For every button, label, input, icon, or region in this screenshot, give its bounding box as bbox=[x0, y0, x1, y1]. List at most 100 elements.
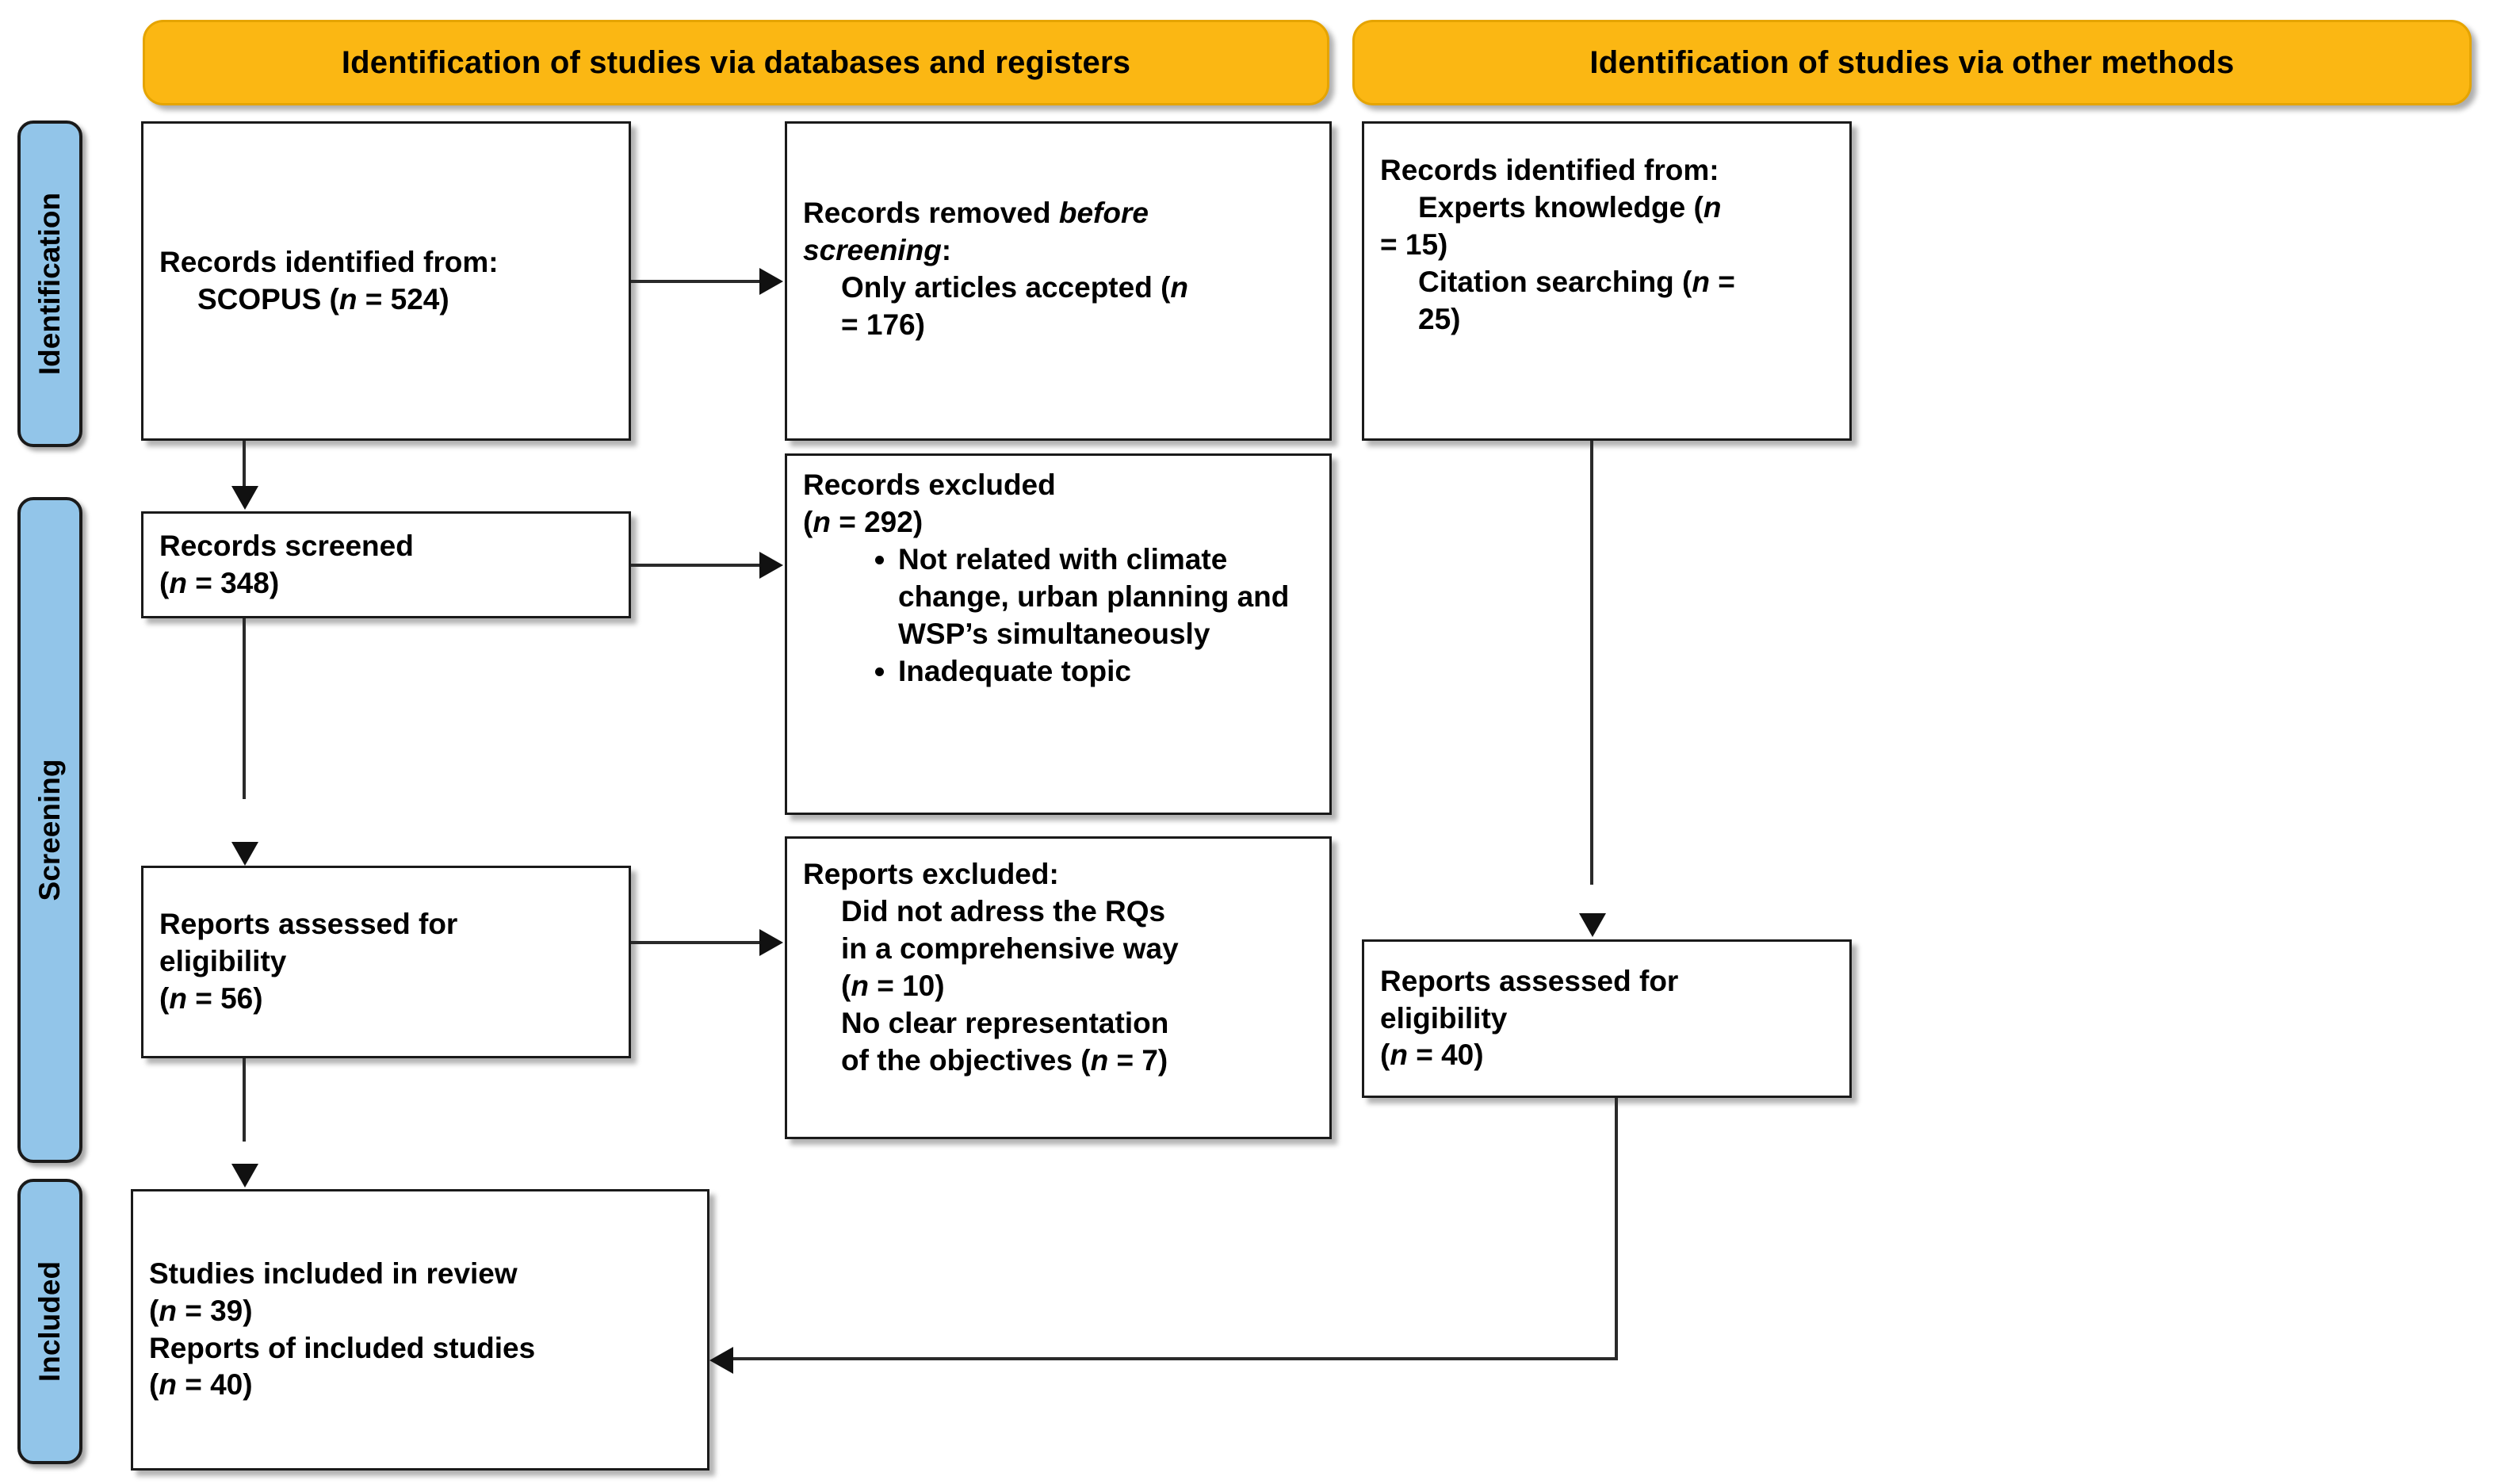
phase-bar-screening: Screening bbox=[17, 497, 82, 1163]
banner-other-methods: Identification of studies via other meth… bbox=[1352, 20, 2472, 105]
records-removed-line3-n: n bbox=[1170, 270, 1189, 304]
records-identified-db-line2-prefix: SCOPUS ( bbox=[197, 282, 339, 316]
records-identified-other-line4-suffix: = bbox=[1710, 265, 1735, 298]
reports-assessed-db-line3-prefix: ( bbox=[159, 981, 170, 1015]
node-reports-excluded-text: Reports excluded: Did not adress the RQs… bbox=[787, 839, 1329, 1080]
records-removed-line1-emphasis: before bbox=[1058, 197, 1149, 229]
studies-included-line4-prefix: ( bbox=[149, 1368, 159, 1402]
records-screened-line2-suffix: = 348) bbox=[186, 566, 280, 599]
records-identified-other-line5: 25) bbox=[1418, 302, 1461, 335]
arrowhead-down-screened-to-assessed bbox=[231, 842, 258, 866]
records-identified-other-line2-n: n bbox=[1703, 190, 1722, 224]
banner-databases-registers: Identification of studies via databases … bbox=[143, 20, 1329, 105]
records-removed-line2-emphasis: screening bbox=[803, 233, 942, 266]
reports-excluded-line4-prefix: ( bbox=[841, 969, 851, 1002]
arrowhead-down-identified-to-screened bbox=[231, 486, 258, 510]
reports-assessed-other-line1: Reports assessed for bbox=[1380, 964, 1679, 997]
connector-other-identified-to-assessed bbox=[1590, 441, 1593, 885]
phase-label-screening: Screening bbox=[33, 759, 66, 901]
node-reports-excluded: Reports excluded: Did not adress the RQs… bbox=[785, 836, 1332, 1139]
phase-bar-included: Included bbox=[17, 1179, 82, 1464]
node-reports-assessed-other-methods: Reports assessed for eligibility (n = 40… bbox=[1362, 939, 1852, 1098]
records-identified-db-line2-n: n bbox=[338, 282, 358, 316]
reports-excluded-line1: Reports excluded: bbox=[803, 858, 1059, 890]
reports-excluded-line6-n: n bbox=[1090, 1043, 1109, 1077]
records-removed-line2-suffix: : bbox=[941, 233, 952, 266]
banner-other-methods-label: Identification of studies via other meth… bbox=[1589, 44, 2235, 80]
records-removed-line3-prefix: Only articles accepted ( bbox=[841, 270, 1171, 304]
arrowhead-down-other-identified-to-assessed bbox=[1579, 913, 1606, 937]
phase-label-included: Included bbox=[33, 1260, 66, 1383]
node-studies-included-text: Studies included in review (n = 39) Repo… bbox=[133, 1256, 707, 1405]
studies-included-line2-n: n bbox=[159, 1294, 177, 1327]
phase-bar-identification: Identification bbox=[17, 120, 82, 447]
arrowhead-left-other-assessed-to-studies-included bbox=[709, 1347, 733, 1374]
connector-assessed-to-studies-included bbox=[243, 1058, 246, 1142]
reports-excluded-line2: Did not adress the RQs bbox=[841, 894, 1166, 928]
reports-assessed-other-line3-suffix: = 40) bbox=[1407, 1038, 1484, 1072]
records-excluded-line2-suffix: = 292) bbox=[830, 505, 923, 538]
node-records-identified-other-methods: Records identified from: Experts knowled… bbox=[1362, 121, 1852, 441]
node-records-removed-before-screening: Records removed before screening: Only a… bbox=[785, 121, 1332, 441]
records-identified-other-line4-prefix: Citation searching ( bbox=[1418, 265, 1692, 298]
reports-assessed-other-line3-prefix: ( bbox=[1380, 1038, 1390, 1072]
records-identified-other-line4-n: n bbox=[1692, 265, 1710, 298]
node-reports-assessed-databases-text: Reports assessed for eligibility (n = 56… bbox=[143, 906, 629, 1018]
records-excluded-line1: Records excluded bbox=[803, 469, 1056, 501]
records-screened-line2-n: n bbox=[169, 566, 187, 599]
reports-excluded-line4-n: n bbox=[851, 969, 869, 1002]
reports-assessed-other-line2: eligibility bbox=[1380, 1001, 1508, 1035]
reports-excluded-line3: in a comprehensive way bbox=[841, 931, 1179, 965]
list-item: Inadequate topic bbox=[898, 653, 1314, 690]
node-reports-assessed-databases: Reports assessed for eligibility (n = 56… bbox=[141, 866, 631, 1058]
reports-excluded-line6-prefix: of the objectives ( bbox=[841, 1043, 1091, 1077]
arrowhead-right-identified-to-removed bbox=[759, 268, 783, 295]
reports-excluded-line4-suffix: = 10) bbox=[868, 969, 945, 1002]
studies-included-line3: Reports of included studies bbox=[149, 1331, 536, 1364]
connector-identified-to-screened bbox=[243, 441, 246, 492]
records-identified-db-line2-suffix: = 524) bbox=[357, 282, 449, 316]
records-identified-other-line2-prefix: Experts knowledge ( bbox=[1418, 190, 1704, 224]
node-records-identified-databases: Records identified from: SCOPUS (n = 524… bbox=[141, 121, 631, 441]
connector-other-assessed-elbow-horizontal bbox=[733, 1357, 1618, 1360]
node-studies-included-in-review: Studies included in review (n = 39) Repo… bbox=[131, 1189, 709, 1471]
studies-included-line4-n: n bbox=[159, 1368, 177, 1402]
connector-identified-to-removed bbox=[631, 280, 761, 283]
reports-assessed-db-line2: eligibility bbox=[159, 945, 287, 977]
studies-included-line2-suffix: = 39) bbox=[176, 1294, 253, 1327]
records-identified-other-line1: Records identified from: bbox=[1380, 154, 1719, 186]
records-screened-line1: Records screened bbox=[159, 529, 414, 562]
studies-included-line4-suffix: = 40) bbox=[176, 1368, 253, 1402]
node-records-identified-other-text: Records identified from: Experts knowled… bbox=[1364, 124, 1849, 338]
reports-excluded-line6-suffix: = 7) bbox=[1108, 1043, 1168, 1077]
node-records-screened: Records screened (n = 348) bbox=[141, 511, 631, 618]
connector-screened-to-assessed bbox=[243, 618, 246, 799]
node-records-removed-text: Records removed before screening: Only a… bbox=[787, 124, 1329, 344]
node-records-excluded-text: Records excluded (n = 292) Not related w… bbox=[787, 456, 1329, 690]
list-item: Not related with climate change, urban p… bbox=[898, 541, 1314, 653]
banner-databases-registers-label: Identification of studies via databases … bbox=[341, 44, 1131, 80]
records-removed-line1-prefix: Records removed bbox=[803, 197, 1059, 229]
connector-screened-to-excluded bbox=[631, 564, 761, 567]
records-screened-line2-prefix: ( bbox=[159, 566, 170, 599]
arrowhead-right-screened-to-excluded bbox=[759, 552, 783, 579]
records-excluded-line2-prefix: ( bbox=[803, 505, 813, 538]
records-removed-line4: = 176) bbox=[841, 308, 925, 341]
reports-excluded-line5: No clear representation bbox=[841, 1006, 1169, 1039]
node-records-screened-text: Records screened (n = 348) bbox=[143, 528, 629, 602]
reports-assessed-db-line3-n: n bbox=[169, 981, 187, 1015]
studies-included-line2-prefix: ( bbox=[149, 1294, 159, 1327]
records-identified-db-line1: Records identified from: bbox=[159, 245, 499, 278]
node-records-excluded: Records excluded (n = 292) Not related w… bbox=[785, 453, 1332, 815]
node-records-identified-databases-text: Records identified from: SCOPUS (n = 524… bbox=[143, 244, 629, 319]
phase-label-identification: Identification bbox=[33, 192, 66, 376]
connector-other-assessed-elbow-vertical bbox=[1615, 1098, 1618, 1360]
arrowhead-right-assessed-to-reports-excluded bbox=[759, 929, 783, 956]
studies-included-line1: Studies included in review bbox=[149, 1256, 518, 1290]
node-reports-assessed-other-text: Reports assessed for eligibility (n = 40… bbox=[1364, 963, 1849, 1075]
records-excluded-line2-n: n bbox=[813, 505, 831, 538]
connector-assessed-to-reports-excluded bbox=[631, 941, 761, 944]
reports-assessed-db-line1: Reports assessed for bbox=[159, 908, 458, 941]
reports-assessed-db-line3-suffix: = 56) bbox=[186, 981, 263, 1015]
